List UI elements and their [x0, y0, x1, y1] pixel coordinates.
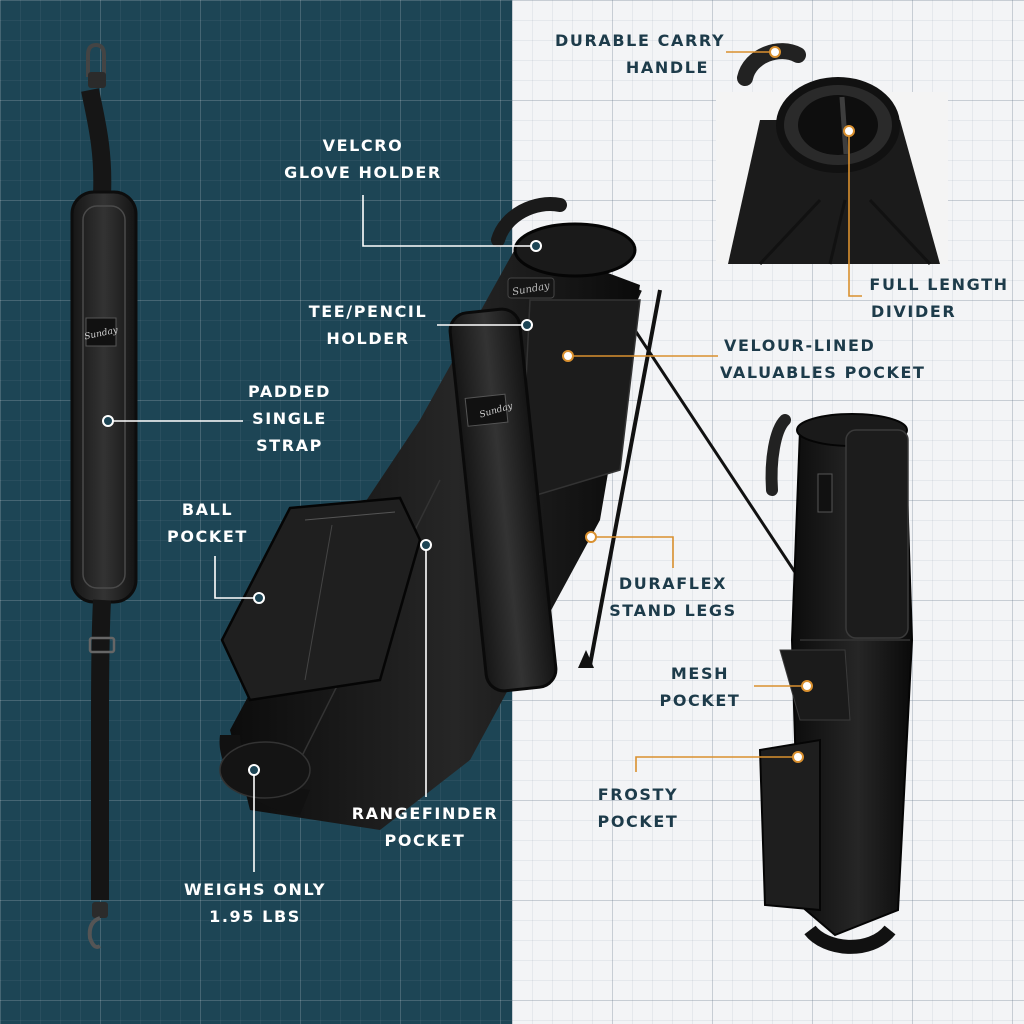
side-view-bag: [758, 413, 914, 954]
dot-velcro-glove-holder: [530, 240, 542, 252]
dot-rangefinder-pocket: [420, 539, 432, 551]
label-tee-pencil-holder: TEE/PENCIL HOLDER: [308, 302, 428, 348]
label-full-length-divider: FULL LENGTH DIVIDER: [869, 275, 1009, 321]
label-duraflex-stand-legs: DURAFLEX STAND LEGS: [609, 574, 737, 620]
dot-tee-pencil-holder: [521, 319, 533, 331]
label-mesh-pocket: MESH POCKET: [659, 664, 741, 710]
label-frosty-pocket: FROSTY POCKET: [597, 785, 679, 831]
label-velcro-glove-holder: VELCRO GLOVE HOLDER: [284, 136, 442, 182]
shoulder-strap: Sunday: [70, 42, 138, 949]
label-padded-single-strap: PADDED SINGLE STRAP: [247, 382, 331, 455]
label-durable-carry-handle: DURABLE CARRY HANDLE: [555, 31, 726, 77]
dot-valuables-pocket: [562, 350, 574, 362]
main-bag: Sunday Sunday: [219, 197, 822, 830]
dot-mesh-pocket: [801, 680, 813, 692]
label-rangefinder-pocket: RANGEFINDER POCKET: [351, 804, 499, 850]
label-valuables-pocket: VELOUR-LINED VALUABLES POCKET: [720, 336, 926, 382]
label-ball-pocket: BALL POCKET: [167, 500, 248, 546]
leader-lines: [102, 46, 862, 872]
dot-full-length-divider: [843, 125, 855, 137]
label-weighs-only: WEIGHS ONLY 1.95 LBS: [183, 880, 327, 926]
dot-weighs-only: [248, 764, 260, 776]
dot-ball-pocket: [253, 592, 265, 604]
dot-padded-single-strap: [102, 415, 114, 427]
dot-frosty-pocket: [792, 751, 804, 763]
dot-duraflex-stand-legs: [585, 531, 597, 543]
bag-top-detail-inset: [716, 43, 948, 266]
dot-durable-carry-handle: [769, 46, 781, 58]
